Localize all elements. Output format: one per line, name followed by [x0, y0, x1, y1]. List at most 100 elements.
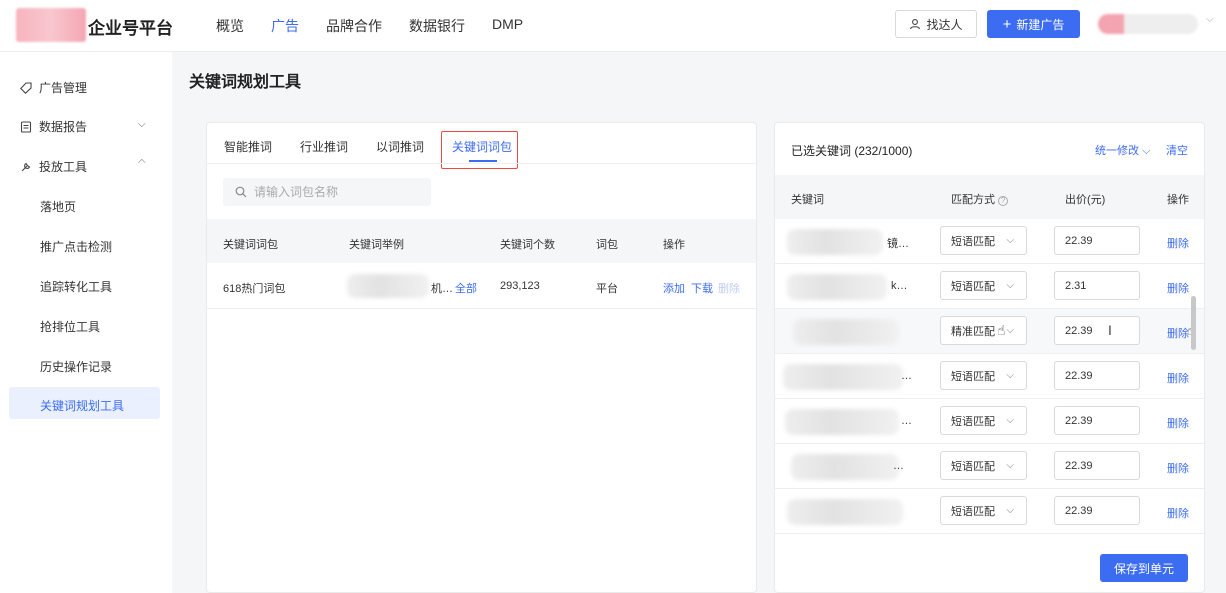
tab-keyword-package[interactable]: 关键词词包 [452, 140, 513, 154]
sidebar-item-conversion-tracking[interactable]: 追踪转化工具 [40, 280, 113, 294]
download-link[interactable]: 下载 [691, 283, 713, 295]
bid-input[interactable]: 22.39 [1054, 406, 1140, 435]
match-type-select[interactable]: 精准匹配⌵ [940, 316, 1027, 345]
sidebar-label: 数据报告 [39, 120, 88, 134]
active-item-background [9, 387, 160, 419]
chevron-down-icon: ⌵ [1006, 235, 1014, 246]
delete-link[interactable]: 删除 [1167, 328, 1189, 340]
keyword-blurred [793, 319, 899, 345]
sidebar-item-ranking-tool[interactable]: 抢排位工具 [40, 320, 101, 334]
bulk-edit-dropdown[interactable]: 统一修改 ⌵ [1095, 142, 1150, 158]
keyword-blurred [785, 409, 899, 435]
delete-link[interactable]: 删除 [1167, 283, 1189, 295]
highlight-box [441, 131, 518, 169]
nav-ads[interactable]: 广告 [271, 18, 299, 34]
nav-dmp[interactable]: DMP [492, 16, 524, 32]
tab-industry-recommend[interactable]: 行业推词 [300, 140, 349, 154]
keyword-text: k… [891, 280, 908, 292]
new-ad-label: 新建广告 [1016, 17, 1065, 32]
sidebar-item-data-report[interactable]: 数据报告 [20, 118, 87, 135]
tab-smart-recommend[interactable]: 智能推词 [224, 140, 273, 154]
chevron-down-icon: ⌵ [1006, 280, 1014, 291]
chevron-down-icon[interactable]: ⌵ [138, 119, 146, 130]
selected-keywords-panel: 已选关键词 (232/1000) 统一修改 ⌵ 清空 关键词 匹配方式 ? 出价… [774, 122, 1205, 593]
match-type-select[interactable]: 短语匹配⌵ [940, 451, 1027, 480]
keyword-blurred [787, 499, 903, 525]
help-icon[interactable]: ? [998, 196, 1009, 206]
find-talent-label: 找达人 [926, 17, 963, 32]
delete-link[interactable]: 删除 [1167, 238, 1189, 250]
chevron-down-icon: ⌵ [1006, 325, 1014, 336]
column-header: 关键词词包 [223, 239, 278, 251]
bid-input[interactable]: 22.39 [1054, 451, 1140, 480]
clear-button[interactable]: 清空 [1166, 145, 1188, 157]
save-to-unit-button[interactable]: 保存到单元 [1100, 554, 1188, 582]
new-ad-button[interactable]: + 新建广告 [987, 10, 1080, 38]
column-header: 操作 [1167, 194, 1189, 206]
user-account[interactable] [1098, 14, 1198, 34]
match-type-select[interactable]: 短语匹配⌵ [940, 226, 1027, 255]
chevron-down-icon[interactable]: ⌵ [1206, 14, 1214, 25]
active-tab-indicator [469, 160, 497, 162]
sidebar-item-click-detection[interactable]: 推广点击检测 [40, 240, 113, 254]
package-search [223, 178, 431, 206]
user-icon [910, 19, 921, 30]
keyword-text: … [893, 460, 904, 472]
table-row: … 短语匹配⌵ 22.39 删除 [775, 354, 1204, 399]
bid-input[interactable]: 22.39 [1054, 361, 1140, 390]
text-cursor-icon: I [1108, 322, 1112, 338]
match-type-select[interactable]: 短语匹配⌵ [940, 271, 1027, 300]
sidebar-label: 广告管理 [39, 81, 88, 95]
match-type-select[interactable]: 短语匹配⌵ [940, 406, 1027, 435]
column-header: 出价(元) [1065, 194, 1106, 206]
package-source: 平台 [596, 283, 618, 295]
nav-brand-cooperation[interactable]: 品牌合作 [326, 18, 382, 34]
search-icon [235, 186, 247, 198]
chevron-up-icon[interactable]: ⌵ [138, 156, 146, 167]
selected-keywords-title: 已选关键词 (232/1000) [791, 144, 913, 158]
tools-icon [21, 162, 31, 171]
delete-link[interactable]: 删除 [1167, 508, 1189, 520]
scrollbar[interactable] [1191, 296, 1196, 350]
package-name: 618热门词包 [223, 283, 286, 295]
delete-link[interactable]: 删除 [1167, 463, 1189, 475]
match-type-select[interactable]: 短语匹配⌵ [940, 496, 1027, 525]
find-talent-button[interactable]: 找达人 [895, 10, 977, 38]
keyword-blurred [787, 229, 883, 255]
table-row: 镜… 短语匹配⌵ 22.39 删除 [775, 219, 1204, 264]
search-input[interactable] [254, 185, 424, 199]
tag-icon [20, 81, 32, 94]
sidebar-item-history[interactable]: 历史操作记录 [40, 360, 113, 374]
delete-link-disabled: 删除 [718, 283, 740, 295]
table-row: 短语匹配⌵ 22.39 删除 [775, 489, 1204, 534]
sidebar-item-keyword-planner[interactable]: 关键词规划工具 [40, 399, 125, 413]
delete-link[interactable]: 删除 [1167, 373, 1189, 385]
keyword-example: 机… [431, 283, 453, 295]
sidebar-label: 投放工具 [39, 160, 88, 174]
report-icon [20, 120, 32, 133]
sidebar-item-delivery-tools[interactable]: 投放工具 [20, 158, 87, 175]
logo-text: 企业号平台 [88, 19, 173, 38]
add-link[interactable]: 添加 [663, 283, 685, 295]
sidebar-item-ad-management[interactable]: 广告管理 [20, 79, 87, 96]
table-header: 关键词词包 关键词举例 关键词个数 词包 操作 [207, 219, 756, 263]
bulk-edit-label: 统一修改 [1095, 145, 1139, 157]
table-row: 618热门词包 机… 全部 293,123 平台 添加 下载 删除 [207, 263, 756, 309]
nav-overview[interactable]: 概览 [216, 18, 244, 34]
table-header: 关键词 匹配方式 ? 出价(元) 操作 [775, 175, 1204, 219]
nav-data-bank[interactable]: 数据银行 [409, 18, 465, 34]
keyword-text: … [901, 415, 912, 427]
bid-input[interactable]: 22.39 [1054, 316, 1140, 345]
sidebar-item-landing-page[interactable]: 落地页 [40, 200, 77, 214]
match-type-select[interactable]: 短语匹配⌵ [940, 361, 1027, 390]
bid-input[interactable]: 2.31 [1054, 271, 1140, 300]
page-title: 关键词规划工具 [189, 74, 302, 91]
divider [207, 163, 756, 164]
bid-input[interactable]: 22.39 [1054, 496, 1140, 525]
keyword-blurred [791, 454, 899, 480]
column-header: 匹配方式 ? [951, 191, 1009, 207]
tab-word-recommend[interactable]: 以词推词 [376, 140, 425, 154]
bid-input[interactable]: 22.39 [1054, 226, 1140, 255]
delete-link[interactable]: 删除 [1167, 418, 1189, 430]
view-all-link[interactable]: 全部 [455, 283, 477, 295]
